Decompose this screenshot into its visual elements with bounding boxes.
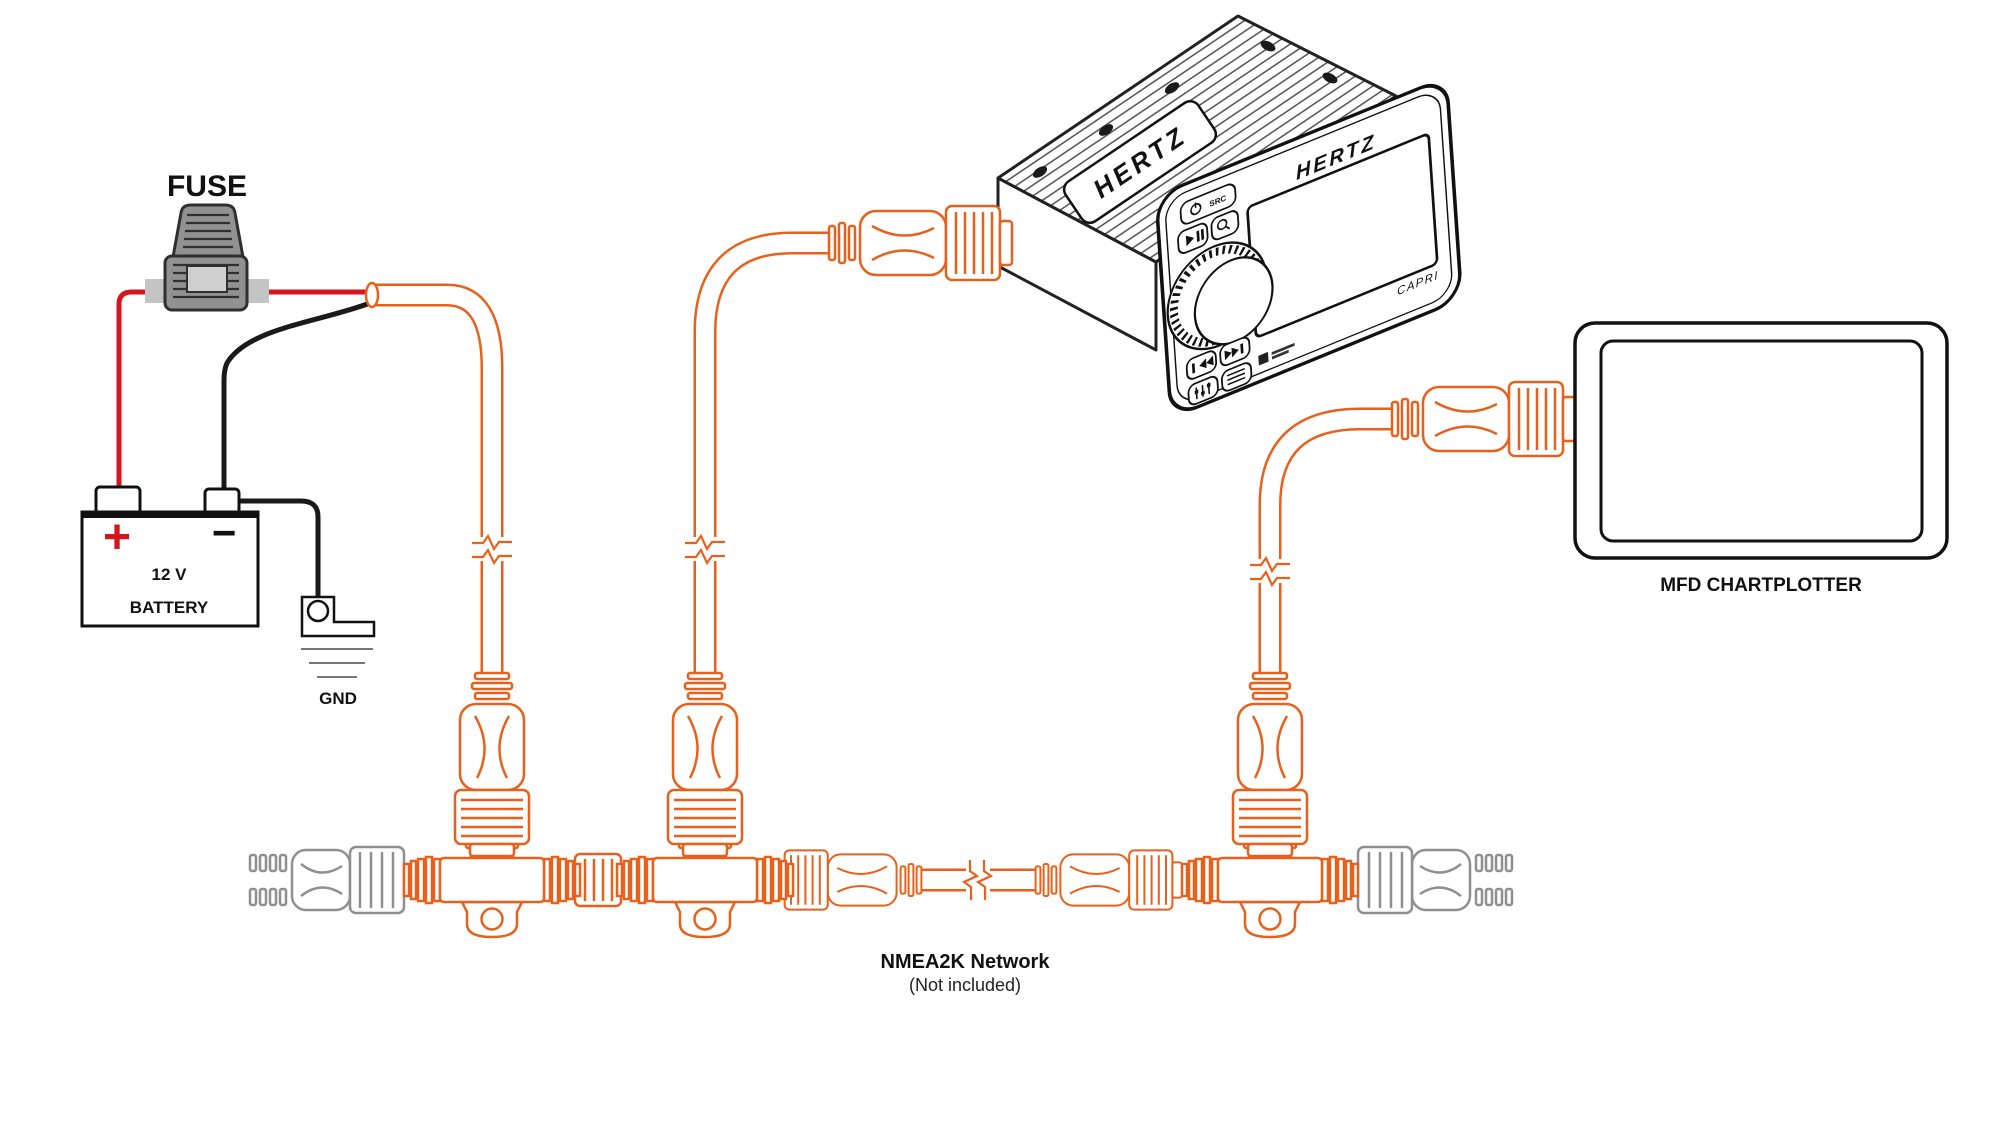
chartplotter-connector [1390, 380, 1577, 458]
next-track-button [1219, 336, 1251, 367]
backbone-plug-right [1034, 849, 1184, 911]
negative-wire [221, 300, 371, 492]
ground-label: GND [319, 689, 357, 708]
cable-break-icon [683, 534, 727, 565]
fuse-label: FUSE [167, 170, 247, 203]
drop-plug-3 [1231, 671, 1309, 858]
chartplotter [1573, 321, 1949, 560]
prev-track-button [1185, 350, 1218, 380]
terminator-left [248, 845, 406, 915]
battery-plus-label: + [103, 511, 131, 564]
cable-break-icon [1248, 556, 1292, 587]
drop-plug-1 [453, 671, 531, 858]
cable-open-end [364, 281, 380, 309]
head-unit-heatsink: HERTZ [996, 14, 1398, 352]
drop-plug-2 [666, 671, 744, 858]
menu-button [1221, 362, 1253, 392]
brand-mark [1258, 342, 1295, 366]
chartplotter-screen [1599, 339, 1924, 543]
eq-icon [1194, 382, 1211, 400]
eq-button [1187, 375, 1219, 406]
fuse-holder [145, 203, 269, 312]
power-drop-cable [364, 281, 504, 678]
ground-symbol-icon [301, 648, 373, 678]
search-button [1210, 210, 1240, 241]
battery-body [80, 510, 260, 628]
next-track-icon [1224, 343, 1244, 361]
prev-track-icon [1191, 355, 1214, 374]
battery [80, 485, 260, 628]
network-subtitle: (Not included) [909, 975, 1021, 995]
volume-knob [1166, 241, 1274, 351]
search-icon [1216, 218, 1231, 231]
ground-lug [300, 595, 376, 638]
battery-positive-terminal [94, 485, 142, 516]
power-icon [1190, 202, 1202, 216]
battery-voltage-label: 12 V [152, 565, 188, 584]
battery-minus-label: − [212, 509, 237, 556]
menu-list-icon [1227, 367, 1246, 386]
screw-hole-icon [1032, 40, 1338, 178]
cable-break-icon [470, 534, 514, 565]
chartplotter-drop-cable [1258, 407, 1392, 678]
terminator-right [1356, 845, 1514, 915]
head-unit-panel: HERTZ CAPRI SRC [1155, 83, 1462, 411]
battery-name-label: BATTERY [130, 598, 209, 617]
ground-wire [240, 498, 321, 601]
chartplotter-label: MFD CHARTPLOTTER [1660, 575, 1862, 596]
play-pause-button [1177, 222, 1209, 254]
backbone-plug-left [773, 849, 923, 911]
play-pause-icon [1185, 228, 1205, 247]
positive-wire [116, 289, 372, 500]
cable-break-icon [962, 858, 993, 902]
head-unit-connector [827, 204, 1014, 282]
head-unit-drop-cable [693, 231, 829, 678]
network-title: NMEA2K Network [881, 951, 1051, 973]
source-button: SRC [1179, 183, 1237, 225]
